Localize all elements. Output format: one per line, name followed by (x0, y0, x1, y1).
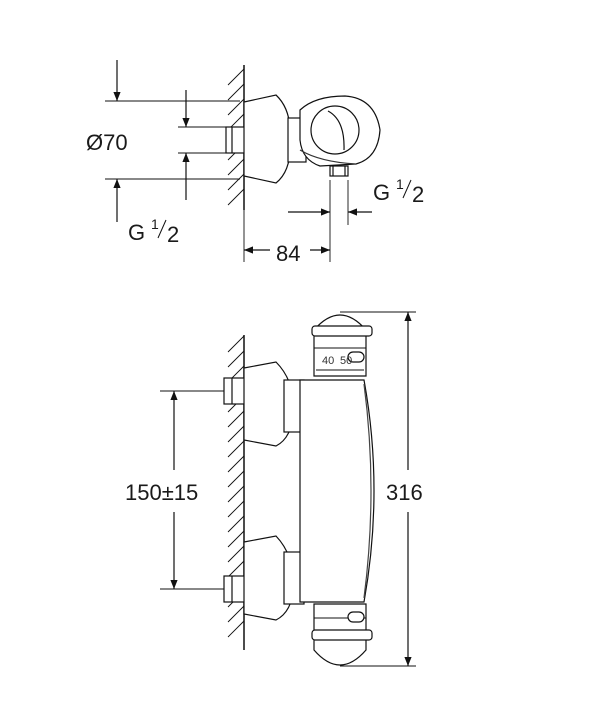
spacing-label: 150±15 (125, 480, 198, 505)
knob-contour (327, 110, 345, 151)
dial-mark-40: 40 (322, 355, 334, 367)
safety-button (347, 351, 365, 363)
thread-label-left: G 1 2 (128, 216, 179, 247)
svg-text:2: 2 (412, 182, 424, 207)
height-label: 316 (386, 480, 423, 505)
diameter-label: Ø70 (86, 130, 128, 155)
top-handle-ring (311, 325, 373, 337)
wall-escutcheon (243, 94, 291, 184)
body-highlight (363, 383, 372, 599)
front-view (160, 311, 416, 667)
svg-text:2: 2 (167, 222, 179, 247)
svg-text:1: 1 (396, 176, 404, 192)
flow-button (347, 611, 365, 623)
body-shade (299, 149, 357, 165)
side-view (105, 60, 381, 262)
svg-text:1: 1 (151, 216, 159, 232)
svg-text:G: G (373, 180, 390, 205)
thermostat-body (299, 379, 375, 603)
outlet-fitting (329, 165, 349, 177)
depth-label: 84 (276, 241, 300, 266)
svg-text:G: G (128, 220, 145, 245)
valve-knob (310, 105, 360, 155)
bottom-handle-ring (311, 629, 373, 641)
dial-mark-50: 50 (340, 355, 352, 367)
thread-label-right: G 1 2 (373, 176, 424, 207)
